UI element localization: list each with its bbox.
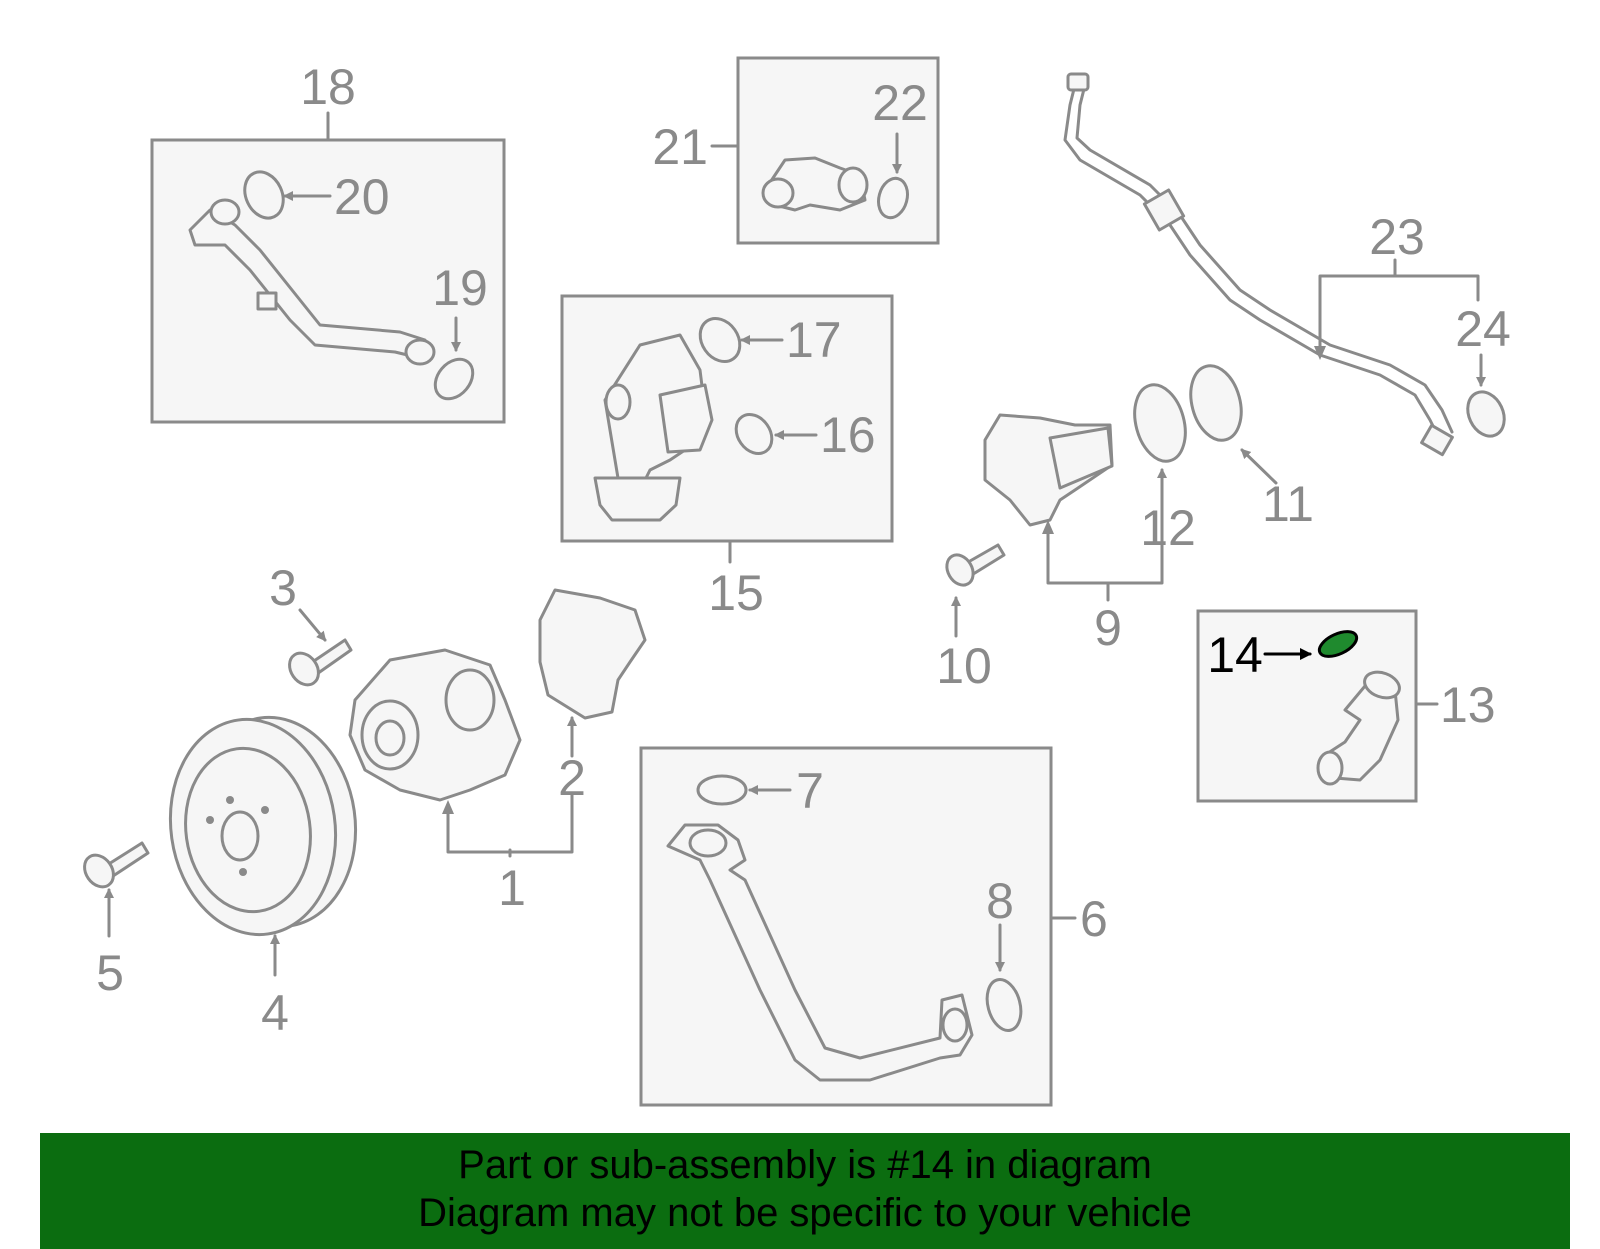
callout-18: 18 [300, 59, 356, 115]
callout-22: 22 [872, 75, 928, 131]
callout-19: 19 [432, 260, 488, 316]
bolt-10 [945, 543, 1006, 587]
leader-3 [298, 608, 327, 642]
thermostat-housing-15 [593, 333, 714, 522]
o-ring-19 [433, 357, 475, 401]
water-pump-1 [348, 648, 522, 802]
bracket-9 [1046, 528, 1164, 602]
callout-24: 24 [1455, 301, 1511, 357]
callout-7: 7 [796, 763, 824, 819]
o-ring-14[interactable] [1316, 626, 1361, 661]
coolant-pipe-6 [666, 823, 974, 1082]
callout-2: 2 [558, 750, 586, 806]
gasket-11 [1189, 364, 1243, 442]
info-banner: Part or sub-assembly is #14 in diagram D… [40, 1133, 1570, 1249]
banner-line-1: Part or sub-assembly is #14 in diagram [458, 1143, 1152, 1187]
callout-23: 23 [1369, 209, 1425, 265]
coolant-pipe-18 [188, 198, 436, 366]
callout-9: 9 [1094, 600, 1122, 656]
gasket-2 [538, 588, 647, 720]
callout-10: 10 [936, 638, 992, 694]
callout-14[interactable]: 14 [1207, 627, 1263, 683]
callout-8: 8 [986, 873, 1014, 929]
o-ring-20 [243, 170, 285, 220]
gasket-12 [1133, 383, 1187, 463]
callout-3: 3 [269, 560, 297, 616]
callout-15: 15 [708, 565, 764, 621]
callout-11: 11 [1262, 476, 1314, 532]
bracket-1 [446, 793, 574, 858]
callout-6: 6 [1080, 891, 1108, 947]
pipe-fitting-21 [761, 156, 869, 212]
o-ring-8 [985, 978, 1023, 1032]
bypass-tube-23 [1063, 72, 1454, 457]
callout-12: 12 [1140, 500, 1196, 556]
callout-1: 1 [498, 860, 526, 916]
callout-20: 20 [334, 169, 390, 225]
water-outlet-13 [1316, 670, 1401, 786]
callout-4: 4 [261, 985, 289, 1041]
callout-21: 21 [652, 119, 708, 175]
callout-13: 13 [1440, 677, 1496, 733]
o-ring-24 [1466, 390, 1506, 438]
o-ring-7 [696, 774, 748, 806]
pulley-4 [168, 715, 358, 937]
group-box-6 [639, 746, 1053, 1107]
o-ring-22 [877, 176, 909, 220]
o-ring-17 [698, 317, 742, 363]
o-ring-16 [734, 413, 774, 455]
bolt-5 [83, 841, 150, 889]
callout-16: 16 [820, 407, 876, 463]
thermostat-9 [983, 413, 1114, 527]
banner-line-2: Diagram may not be specific to your vehi… [418, 1191, 1192, 1235]
group-box-21 [736, 56, 940, 245]
callout-5: 5 [96, 945, 124, 1001]
bracket-23 [1318, 258, 1480, 352]
bolt-3 [288, 638, 353, 687]
callout-17: 17 [786, 312, 842, 368]
leader-11 [1240, 448, 1278, 485]
